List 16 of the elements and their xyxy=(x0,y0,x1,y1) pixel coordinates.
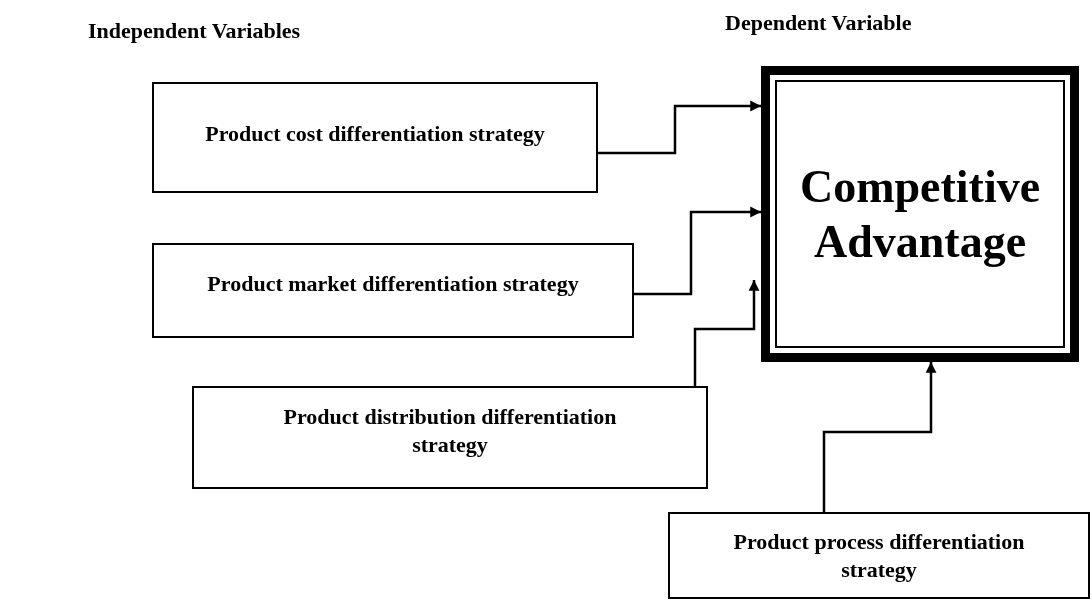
box-text: Product market differentiation strategy xyxy=(207,269,579,298)
box-text: Product cost differentiation strategy xyxy=(205,119,545,148)
connector-arrow xyxy=(822,361,937,512)
connector-arrow xyxy=(634,206,762,296)
variable-box xyxy=(192,386,708,489)
variable-box xyxy=(152,243,634,338)
box-text: Competitive Advantage xyxy=(798,159,1042,269)
outcome-box xyxy=(761,66,1079,362)
column-heading: Dependent Variable xyxy=(725,10,912,36)
connector-arrow xyxy=(598,100,762,155)
column-heading: Independent Variables xyxy=(88,18,301,44)
box-text: Product process differentiation strategy xyxy=(732,528,1026,583)
box-text: Product distribution differentiation strategy xyxy=(282,403,618,458)
variable-box xyxy=(152,82,598,193)
connector-arrow xyxy=(693,279,760,386)
variable-box xyxy=(668,512,1090,599)
